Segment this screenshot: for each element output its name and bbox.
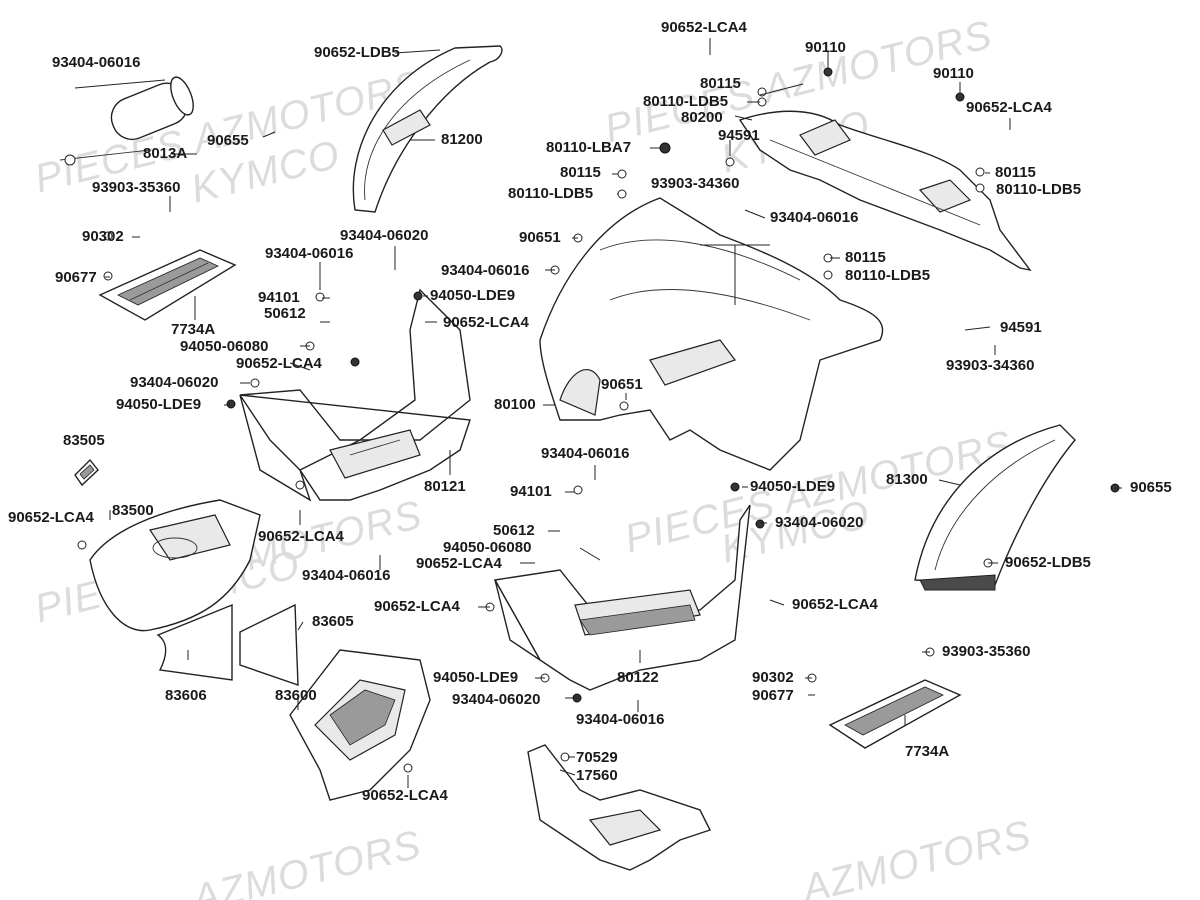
part-label: 94591 [718, 127, 760, 144]
part-label: 50612 [493, 522, 535, 539]
part-label: 94050-06080 [443, 539, 532, 556]
part-label: 90651 [601, 376, 643, 393]
part-label: 90652-LCA4 [416, 555, 502, 572]
emblem-83505 [74, 458, 99, 487]
fender-strip-81300 [914, 424, 1076, 591]
part-label: 93404-06016 [541, 445, 630, 462]
footwell-left-80121 [239, 288, 471, 502]
fender-strip-81200 [352, 45, 503, 213]
part-label: 90652-LCA4 [792, 596, 878, 613]
part-label: 80115 [845, 249, 886, 266]
part-label: 90302 [752, 669, 794, 686]
fasteners [77, 67, 1120, 773]
part-label: 80110-LDB5 [845, 267, 931, 284]
part-label: 80115 [995, 164, 1036, 181]
part-label: 90652-LCA4 [443, 314, 529, 331]
part-label: 50612 [264, 305, 306, 322]
part-label: 80110-LDB5 [996, 181, 1082, 198]
part-label: 90110 [933, 65, 974, 82]
part-label: 90302 [82, 228, 124, 245]
part-label: 80122 [617, 669, 659, 686]
part-label: 93903-35360 [92, 179, 181, 196]
part-label: 93404-06020 [452, 691, 541, 708]
part-label: 7734A [905, 743, 950, 760]
part-label: 93404-06016 [265, 245, 354, 262]
part-label: 83606 [165, 687, 207, 704]
part-label: 90652-LCA4 [258, 528, 344, 545]
part-label: 94050-LDE9 [433, 669, 519, 686]
side-panel-83500 [89, 499, 261, 632]
tool-roll-part [59, 76, 194, 166]
footwell-right-80122 [493, 504, 751, 691]
part-label: 94591 [1000, 319, 1042, 336]
part-label: 93404-06016 [576, 711, 665, 728]
part-label: 80100 [494, 396, 536, 413]
part-label: 93404-06020 [775, 514, 864, 531]
part-label: 93404-06016 [770, 209, 859, 226]
part-label: 93404-06016 [441, 262, 530, 279]
part-label: 83505 [63, 432, 105, 449]
part-label: 94050-06080 [180, 338, 269, 355]
part-label: 80115 [560, 164, 601, 181]
part-label: 94050-LDE9 [430, 287, 516, 304]
part-label: 83605 [312, 613, 354, 630]
side-panel-83600 [289, 649, 431, 801]
part-label: 83500 [112, 502, 154, 519]
part-label: 93903-34360 [651, 175, 740, 192]
part-label: 90652-LCA4 [362, 787, 448, 804]
part-label: 80110-LDB5 [643, 93, 729, 110]
part-label: 90677 [55, 269, 97, 286]
part-label: 93404-06020 [130, 374, 219, 391]
part-label: 80115 [700, 75, 741, 92]
leader-lines [105, 38, 1122, 788]
part-label: 80121 [424, 478, 466, 495]
part-label: 70529 [576, 749, 618, 766]
part-label: 80200 [681, 109, 723, 126]
center-cover-80200 [738, 110, 1032, 272]
part-label: 90655 [1130, 479, 1172, 496]
part-label: 90652-LDB5 [1005, 554, 1091, 571]
part-label: 8013A [143, 145, 188, 162]
part-label: 93404-06020 [340, 227, 429, 244]
part-label: 93404-06016 [52, 54, 141, 71]
part-label: 90652-LCA4 [966, 99, 1052, 116]
footrest-plate-left [98, 249, 237, 321]
part-label: 90652-LCA4 [374, 598, 460, 615]
part-label: 94050-LDE9 [116, 396, 202, 413]
part-label: 90110 [805, 39, 846, 56]
lower-guard-17560 [527, 744, 711, 871]
part-label: 80110-LDB5 [508, 185, 594, 202]
part-label: 81200 [441, 131, 483, 148]
part-label: 90652-LDB5 [314, 44, 400, 61]
part-label: 94101 [258, 289, 300, 306]
part-label: 17560 [576, 767, 618, 784]
rear-fender-80100 [539, 197, 884, 471]
panel-83606 [156, 603, 233, 681]
part-label: 90677 [752, 687, 794, 704]
part-label: 80110-LBA7 [546, 139, 632, 156]
part-label: 93404-06016 [302, 567, 391, 584]
footrest-plate-right [828, 679, 962, 749]
part-label: 90652-LCA4 [661, 19, 747, 36]
part-label: 81300 [886, 471, 928, 488]
panel-83605 [239, 603, 299, 686]
part-label: 93903-35360 [942, 643, 1031, 660]
part-label: 90655 [207, 132, 249, 149]
part-label: 93903-34360 [946, 357, 1035, 374]
part-label: 83600 [275, 687, 317, 704]
part-label: 94050-LDE9 [750, 478, 836, 495]
part-label: 90651 [519, 229, 561, 246]
part-label: 90652-LCA4 [236, 355, 322, 372]
part-label: 94101 [510, 483, 552, 500]
part-label: 90652-LCA4 [8, 509, 94, 526]
part-label: 7734A [171, 321, 216, 338]
